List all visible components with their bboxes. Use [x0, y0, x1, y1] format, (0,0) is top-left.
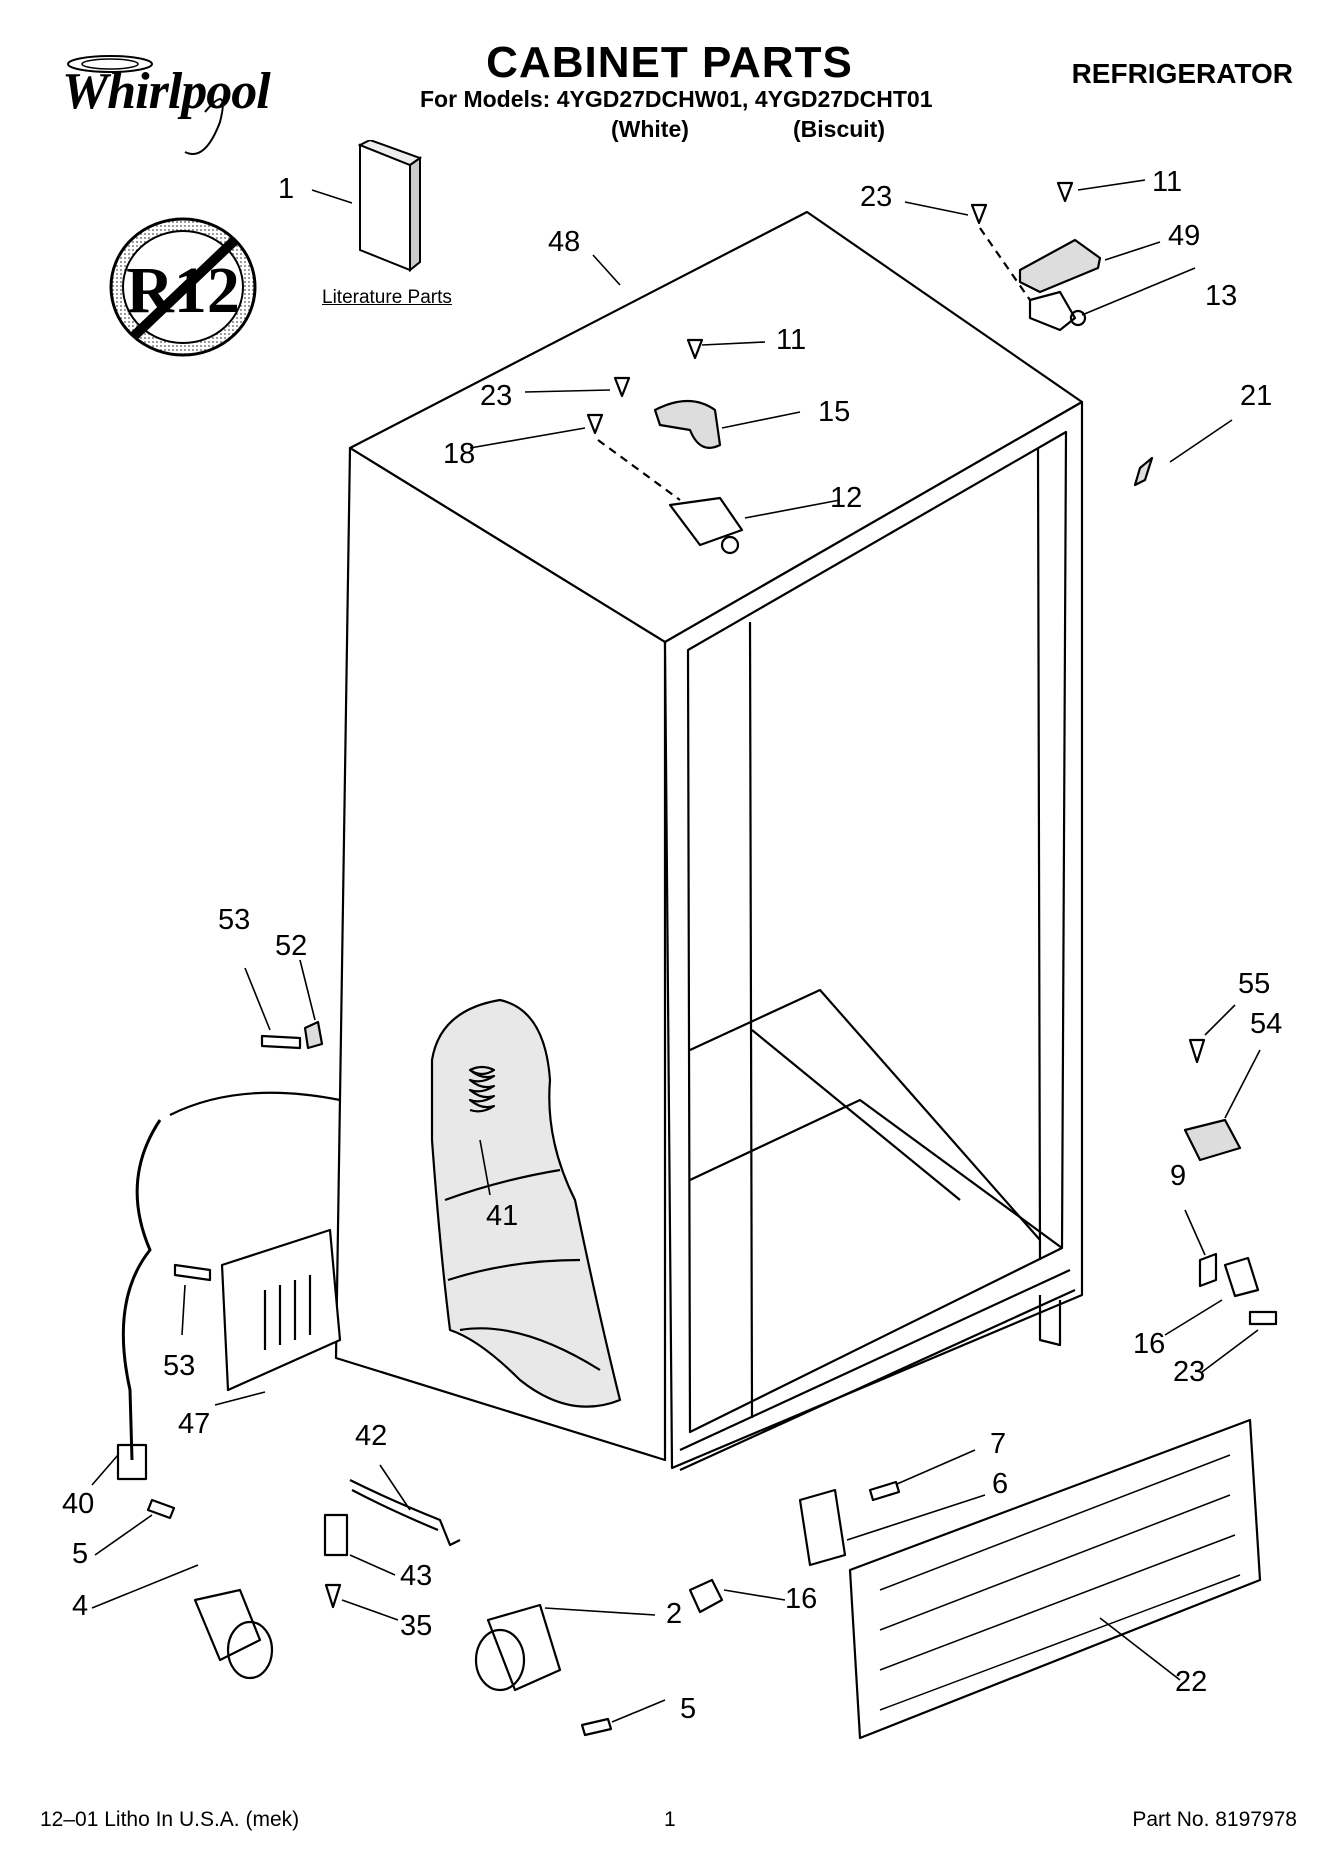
- hinge-cover-49: [1018, 238, 1102, 294]
- literature-booklet: [357, 140, 423, 273]
- tube-42: [349, 1479, 461, 1547]
- callout-13: 13: [1205, 280, 1238, 312]
- screw-23-right: [1248, 1310, 1278, 1326]
- literature-parts-label: Literature Parts: [322, 287, 452, 308]
- screws-top: [586, 181, 1074, 435]
- hinge-13: [1028, 290, 1077, 332]
- hinge-cover-15: [653, 400, 722, 449]
- bracket-6: [798, 1488, 847, 1567]
- logo-swoosh: [67, 55, 224, 155]
- callout-52: 52: [275, 930, 308, 962]
- variant-biscuit: (Biscuit): [793, 116, 885, 142]
- callout-22: 22: [1175, 1666, 1208, 1698]
- hinge-12: [668, 496, 744, 547]
- bracket-16-bottom: [688, 1578, 724, 1614]
- callout-7: 7: [990, 1428, 1007, 1460]
- roller-4: [193, 1588, 262, 1662]
- callout-48: 48: [548, 226, 581, 258]
- product-category: REFRIGERATOR: [1071, 58, 1293, 89]
- callout-1: 1: [278, 173, 295, 205]
- callout-18: 18: [443, 438, 476, 470]
- bracket-16-right: [1223, 1256, 1260, 1298]
- callout-23: 23: [1173, 1356, 1206, 1388]
- variant-white: (White): [611, 116, 689, 142]
- callout-40: 40: [62, 1488, 95, 1520]
- models-line: For Models: 4YGD27DCHW01, 4YGD27DCHT01: [420, 86, 933, 112]
- callout-54: 54: [1250, 1008, 1283, 1040]
- part-21: [1133, 456, 1154, 487]
- callout-6: 6: [992, 1468, 1009, 1500]
- callout-53: 53: [163, 1350, 196, 1382]
- roller-2: [486, 1603, 562, 1692]
- footer-part-number: Part No. 8197978: [1132, 1808, 1297, 1831]
- coil-41: [468, 1065, 496, 1113]
- callout-16: 16: [1133, 1328, 1166, 1360]
- screw-53-top: [260, 1034, 302, 1050]
- footer-page-number: 1: [664, 1808, 676, 1831]
- screw-55: [1188, 1038, 1206, 1064]
- callout-41: 41: [486, 1200, 519, 1232]
- callout-5: 5: [72, 1538, 89, 1570]
- bracket-9: [1198, 1252, 1218, 1288]
- clamp-43: [323, 1513, 349, 1557]
- toe-grille-22: [848, 1418, 1262, 1740]
- power-cord-40: [121, 1119, 162, 1461]
- callout-23: 23: [860, 181, 893, 213]
- callout-47: 47: [178, 1408, 211, 1440]
- callout-49: 49: [1168, 220, 1201, 252]
- screw-5b: [580, 1717, 613, 1737]
- page-title: CABINET PARTS: [486, 38, 853, 87]
- callout-21: 21: [1240, 380, 1273, 412]
- callout-42: 42: [355, 1420, 388, 1452]
- callout-12: 12: [830, 482, 863, 514]
- clip-52: [303, 1020, 324, 1050]
- callout-4: 4: [72, 1590, 89, 1622]
- callout-53: 53: [218, 904, 251, 936]
- callout-5: 5: [680, 1693, 697, 1725]
- callout-15: 15: [818, 396, 851, 428]
- cabinet-left-side: [334, 446, 667, 1462]
- callout-16: 16: [785, 1583, 818, 1615]
- roller-54: [1183, 1118, 1242, 1162]
- callout-55: 55: [1238, 968, 1271, 1000]
- callout-23: 23: [480, 380, 513, 412]
- screw-7: [868, 1480, 901, 1502]
- callout-2: 2: [666, 1598, 683, 1630]
- footer-litho: 12–01 Litho In U.S.A. (mek): [40, 1808, 300, 1831]
- callout-43: 43: [400, 1560, 433, 1592]
- callout-9: 9: [1170, 1160, 1187, 1192]
- callout-35: 35: [400, 1610, 433, 1642]
- screw-53-bottom: [173, 1263, 212, 1282]
- screw-35: [324, 1583, 342, 1609]
- no-r12-badge: R12: [109, 217, 257, 357]
- screw-5a: [146, 1498, 176, 1520]
- callout-11: 11: [776, 324, 807, 356]
- callout-11: 11: [1152, 166, 1183, 198]
